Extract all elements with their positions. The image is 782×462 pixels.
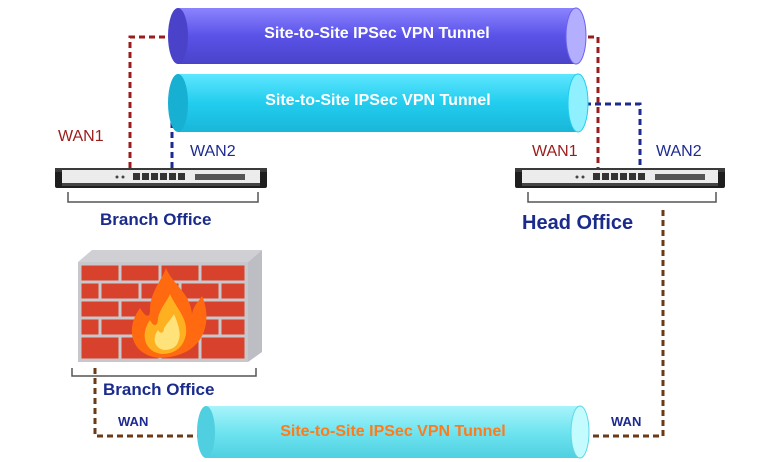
- head-wan2-line: [585, 102, 642, 168]
- branch-bracket: [67, 192, 259, 203]
- tunnel-top-label: Site-to-Site IPSec VPN Tunnel: [264, 25, 490, 42]
- firewall-wan-line: [93, 368, 205, 438]
- head-wan-label: WAN: [611, 414, 642, 429]
- head-office-label: Head Office: [522, 212, 634, 234]
- head-wan1-label: WAN1: [532, 143, 578, 160]
- branch-wan1-line: [128, 35, 180, 168]
- tunnel-bottom-label: Site-to-Site IPSec VPN Tunnel: [280, 423, 506, 440]
- head-wan2-label: WAN2: [656, 143, 702, 160]
- branch-wan2-label: WAN2: [190, 143, 236, 160]
- branch-wan1-label: WAN1: [58, 128, 104, 145]
- firewall-wan-label: WAN: [118, 414, 149, 429]
- head-wan1-line: [578, 35, 600, 168]
- branch-office-label: Branch Office: [100, 210, 212, 229]
- head-router-icon: [515, 168, 725, 188]
- tunnel-middle-label: Site-to-Site IPSec VPN Tunnel: [265, 92, 491, 109]
- head-bracket: [527, 192, 717, 203]
- tunnel-bottom: [197, 405, 590, 459]
- head-wan-line: [585, 210, 665, 438]
- firewall-icon: [78, 250, 262, 362]
- firewall-bracket: [71, 368, 257, 377]
- tunnel-middle: [168, 73, 589, 133]
- tunnel-top: [168, 7, 587, 65]
- branch-router-icon: [55, 168, 267, 188]
- firewall-branch-office-label: Branch Office: [103, 380, 215, 399]
